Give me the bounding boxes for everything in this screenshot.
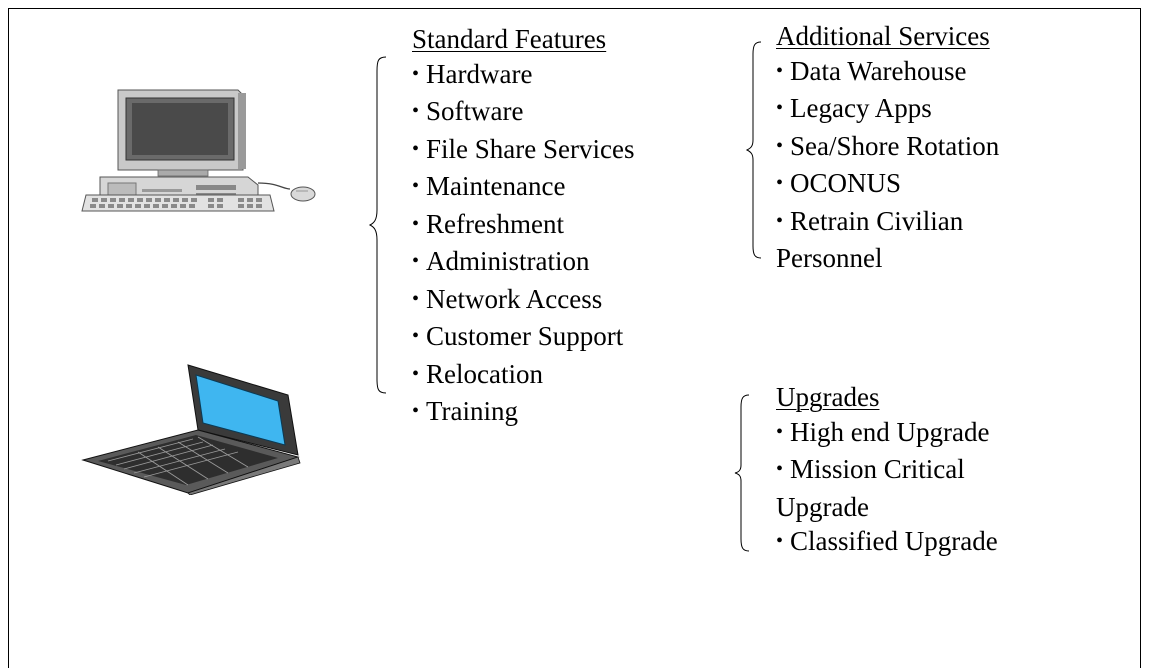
list-item: Data Warehouse: [776, 54, 999, 92]
list-item: Mission Critical: [776, 452, 998, 490]
standard-features-list: Hardware Software File Share Services Ma…: [412, 57, 634, 432]
list-item: Relocation: [412, 357, 634, 395]
upgrades-list: High end Upgrade Mission Critical Upgrad…: [776, 415, 998, 562]
list-item: Sea/Shore Rotation: [776, 129, 999, 167]
list-item: Software: [412, 94, 634, 132]
list-item: File Share Services: [412, 132, 634, 170]
additional-services-list: Data Warehouse Legacy Apps Sea/Shore Rot…: [776, 54, 999, 276]
list-item: Refreshment: [412, 207, 634, 245]
list-item: Hardware: [412, 57, 634, 95]
list-item: Training: [412, 394, 634, 432]
list-item: Legacy Apps: [776, 91, 999, 129]
additional-services-brace: [745, 41, 762, 259]
list-item: Network Access: [412, 282, 634, 320]
list-item-continuation: Personnel: [776, 243, 883, 273]
upgrades-brace: [734, 394, 750, 552]
standard-features-brace: [368, 56, 387, 394]
list-item: High end Upgrade: [776, 415, 998, 453]
list-item: Classified Upgrade: [776, 524, 998, 562]
list-item: Administration: [412, 244, 634, 282]
list-item: Customer Support: [412, 319, 634, 357]
list-item: OCONUS: [776, 166, 999, 204]
additional-services-section: Additional Services Data Warehouse Legac…: [776, 19, 999, 276]
list-item: Maintenance: [412, 169, 634, 207]
laptop-computer-icon: [81, 364, 301, 495]
standard-features-heading: Standard Features: [412, 24, 607, 54]
list-item-continuation: Upgrade: [776, 491, 869, 522]
upgrades-section: Upgrades High end Upgrade Mission Critic…: [776, 380, 998, 562]
additional-services-heading: Additional Services: [776, 21, 990, 51]
standard-features-section: Standard Features Hardware Software File…: [412, 22, 634, 432]
list-item: Retrain Civilian: [776, 204, 999, 242]
desktop-computer-icon: [81, 89, 316, 212]
upgrades-heading: Upgrades: [776, 382, 880, 412]
